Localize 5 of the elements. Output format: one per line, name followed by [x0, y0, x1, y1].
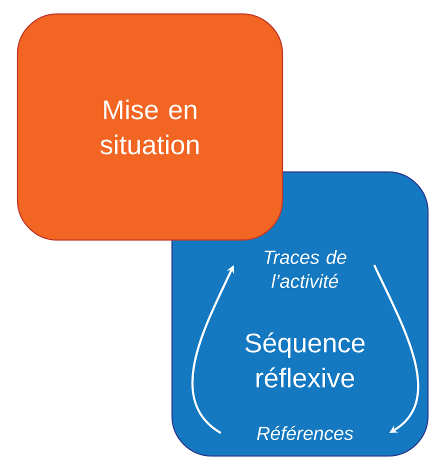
sequence-title: Séquence réflexive — [245, 332, 365, 388]
situation-box: Mise en situation — [16, 13, 284, 241]
step-label: Références — [257, 426, 354, 440]
cycle-arrow — [373, 264, 420, 433]
step-label: Traces de l’activité — [264, 250, 346, 288]
